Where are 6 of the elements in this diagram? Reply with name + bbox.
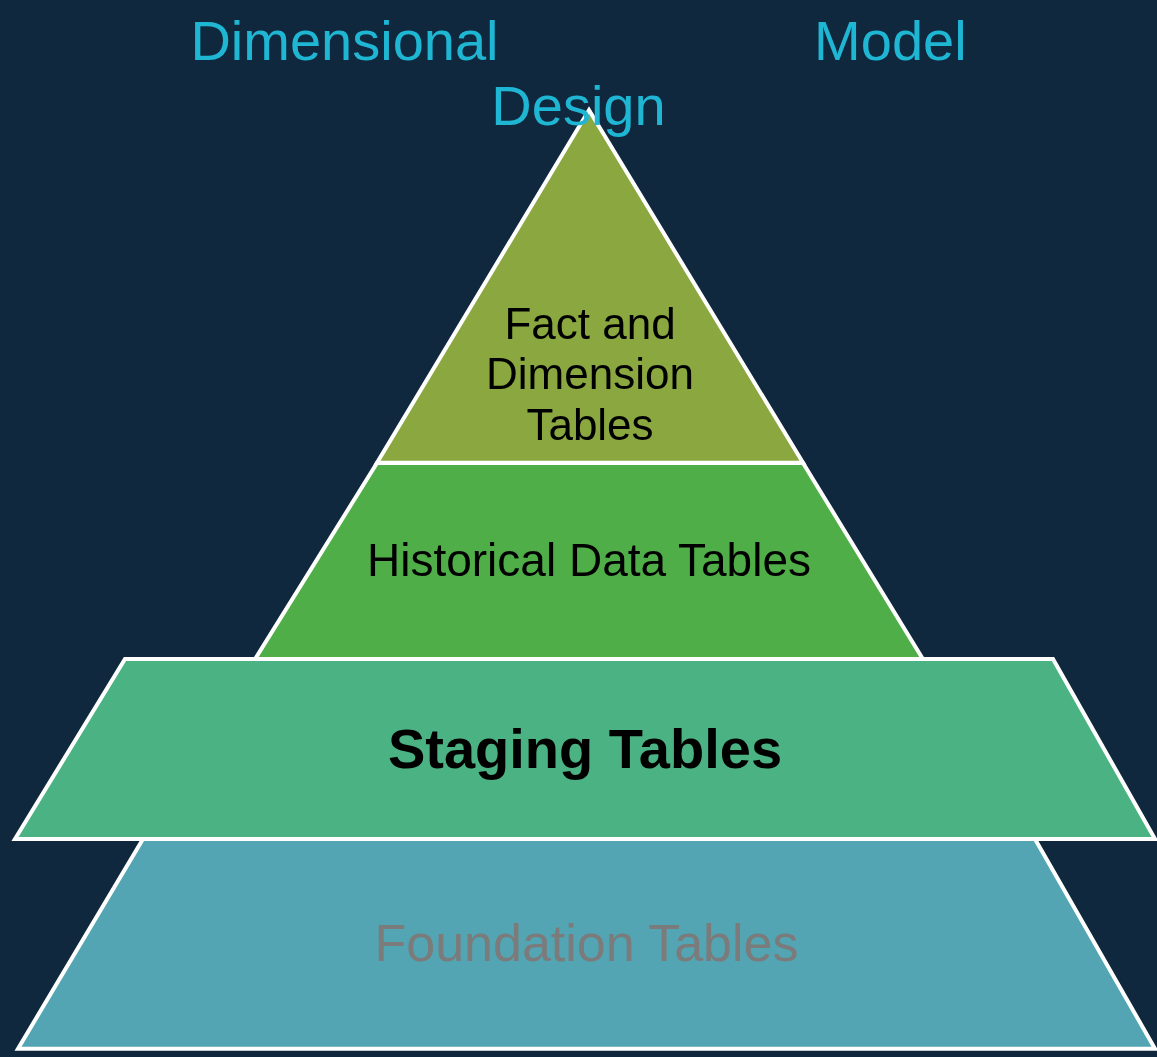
layer-label: Historical Data Tables <box>366 534 812 588</box>
pyramid-layer <box>255 462 923 659</box>
layer-label: Fact and Dimension Tables <box>485 298 695 451</box>
layer-label: Staging Tables <box>386 717 784 782</box>
diagram-title: Dimensional Model Design <box>189 8 968 138</box>
layer-label: Foundation Tables <box>373 913 800 974</box>
